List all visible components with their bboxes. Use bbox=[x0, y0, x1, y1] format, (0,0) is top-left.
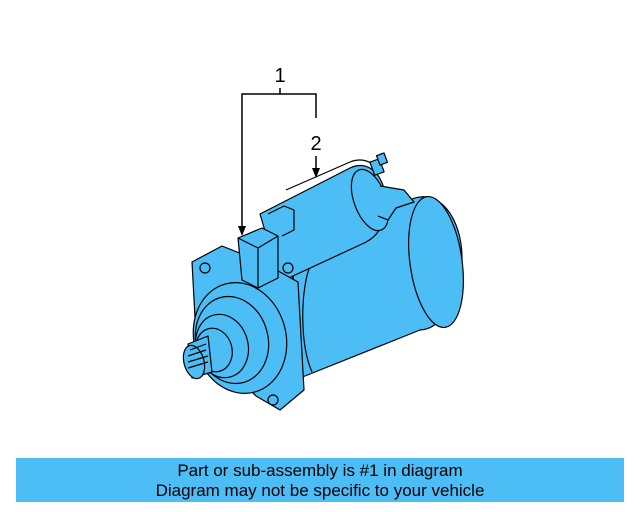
callout-1-arrowhead bbox=[238, 226, 246, 236]
callout-1-leader bbox=[241, 93, 317, 232]
callout-2[interactable]: 2 bbox=[310, 133, 322, 178]
callout-2-label: 2 bbox=[310, 133, 321, 155]
starter-motor-illustration bbox=[182, 152, 464, 411]
caption-line-2: Diagram may not be specific to your vehi… bbox=[155, 481, 485, 500]
motor-end-cap bbox=[408, 195, 464, 329]
diagram-caption-bar: Part or sub-assembly is #1 in diagram Di… bbox=[16, 458, 624, 502]
parts-diagram: 1 2 bbox=[182, 65, 464, 411]
callout-1[interactable]: 1 bbox=[238, 65, 317, 236]
diagram-canvas: 1 2 bbox=[182, 65, 464, 411]
callout-2-arrowhead bbox=[312, 168, 320, 178]
callout-1-label: 1 bbox=[274, 65, 285, 87]
caption-line-1: Part or sub-assembly is #1 in diagram bbox=[177, 461, 463, 480]
